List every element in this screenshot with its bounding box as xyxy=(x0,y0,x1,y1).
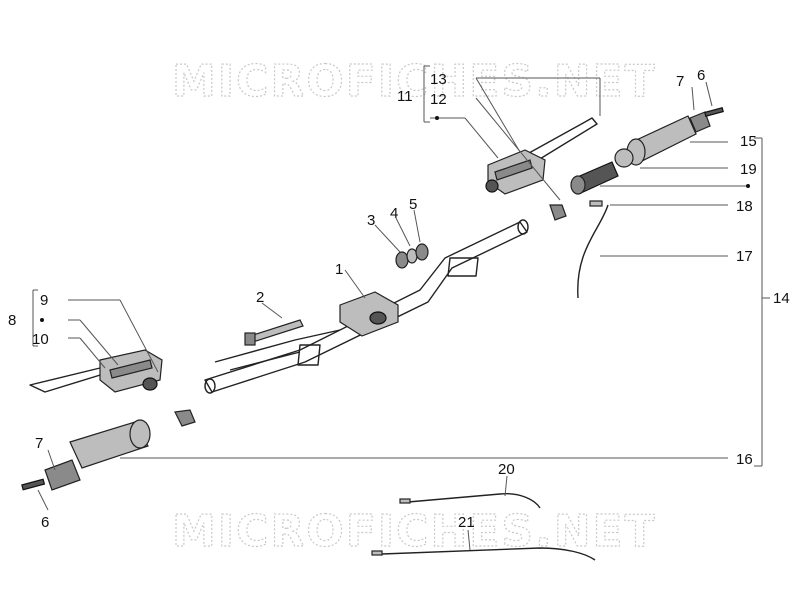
callout-4: 4 xyxy=(390,205,398,222)
right-lever-assembly xyxy=(485,117,598,221)
callout-5: 5 xyxy=(409,196,417,213)
leader-lines xyxy=(32,65,770,551)
callouts: 1 2 3 4 5 6 6 7 7 8 9 10 11 12 13 14 15 … xyxy=(8,67,790,531)
callout-16: 16 xyxy=(736,451,753,468)
callout-15: 15 xyxy=(740,133,757,150)
callout-3: 3 xyxy=(367,212,375,229)
callout-19: 19 xyxy=(740,161,757,178)
center-clamp xyxy=(339,291,399,337)
left-lever-assembly xyxy=(29,349,196,427)
throttle-tube xyxy=(570,161,619,195)
washers-nut xyxy=(395,243,429,269)
callout-6-left: 6 xyxy=(41,514,49,531)
cable-21 xyxy=(371,547,596,561)
right-grip xyxy=(614,107,724,168)
callout-1: 1 xyxy=(335,261,343,278)
callout-14: 14 xyxy=(773,290,790,307)
callout-2: 2 xyxy=(256,289,264,306)
bolt xyxy=(244,319,304,346)
callout-20: 20 xyxy=(498,461,515,478)
callout-11: 11 xyxy=(397,88,413,105)
callout-13: 13 xyxy=(430,71,447,88)
watermark-bottom: MICROFICHES.NET xyxy=(172,506,657,557)
watermark-top: MICROFICHES.NET xyxy=(172,56,657,107)
callout-7-left: 7 xyxy=(35,435,43,452)
callout-9: 9 xyxy=(40,292,48,309)
callout-21: 21 xyxy=(458,514,475,531)
callout-10: 10 xyxy=(32,331,49,348)
left-grip xyxy=(21,419,151,491)
callout-7-right: 7 xyxy=(676,73,684,90)
callout-12: 12 xyxy=(430,91,447,108)
cable-20 xyxy=(399,492,541,509)
callout-17: 17 xyxy=(736,248,753,265)
throttle-cable xyxy=(577,200,609,299)
callout-8: 8 xyxy=(8,312,16,329)
callout-6-right: 6 xyxy=(697,67,705,84)
callout-18: 18 xyxy=(736,198,753,215)
